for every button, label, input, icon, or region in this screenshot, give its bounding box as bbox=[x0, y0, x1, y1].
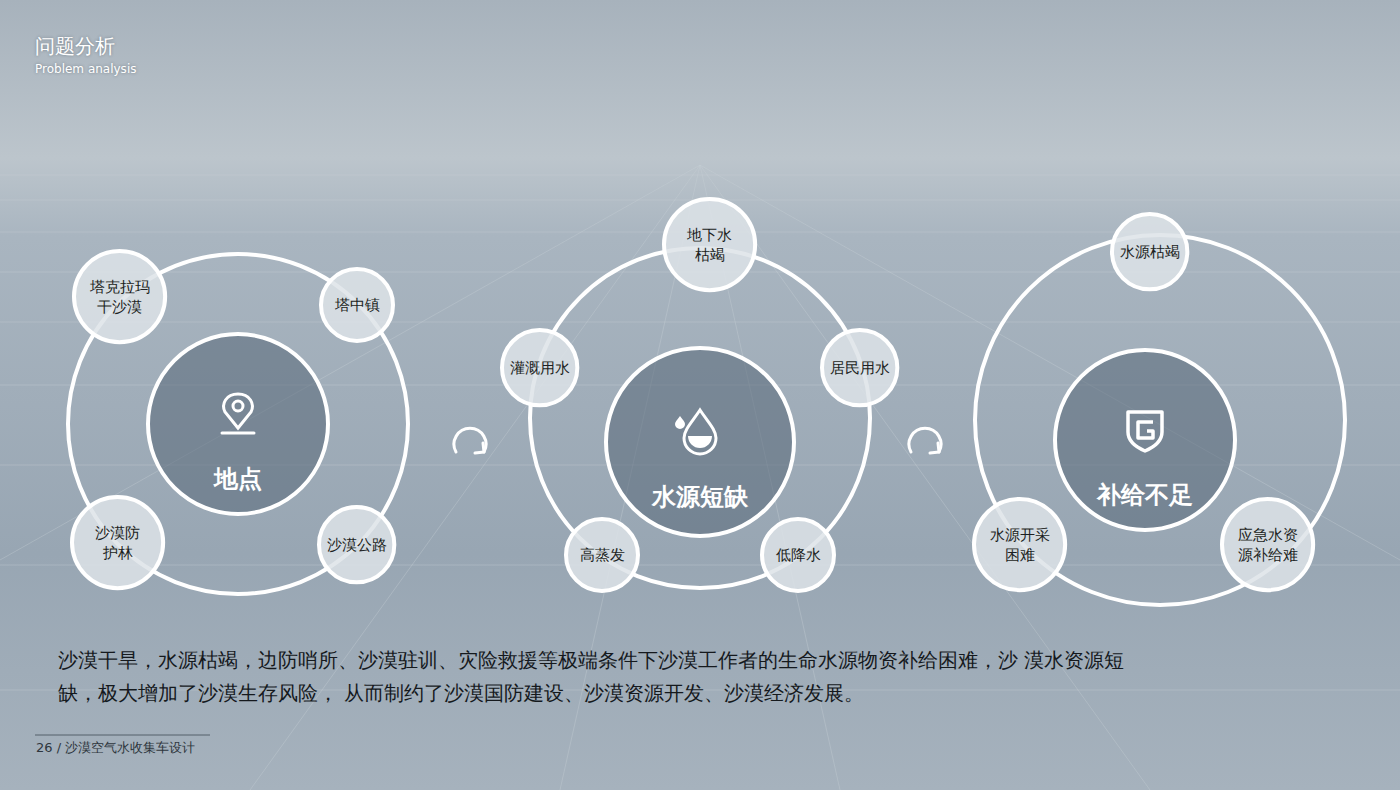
footer-rule bbox=[35, 735, 210, 736]
circle-shape bbox=[72, 497, 163, 588]
core-label: 补给不足 bbox=[1097, 481, 1193, 509]
circle-shape bbox=[74, 251, 165, 342]
circle-shape bbox=[822, 330, 897, 405]
satellite-label: 地下水 枯竭 bbox=[676, 225, 744, 266]
satellite-circle: 塔中镇 bbox=[319, 267, 395, 343]
circle-shape bbox=[974, 499, 1065, 590]
satellite-circle: 水源开采 困难 bbox=[972, 497, 1067, 592]
page-footer: 26 / 沙漠空气水收集车设计 bbox=[36, 739, 195, 757]
outer-ring bbox=[68, 254, 408, 594]
satellite-circle: 居民用水 bbox=[820, 328, 899, 407]
satellite-label: 居民用水 bbox=[830, 358, 890, 378]
satellite-circle: 应急水资 源补给难 bbox=[1220, 497, 1315, 592]
maze-lines bbox=[0, 165, 1400, 790]
group-icon bbox=[1115, 400, 1175, 460]
circle-shape bbox=[762, 519, 834, 591]
satellite-circle: 沙漠防 护林 bbox=[70, 495, 165, 590]
satellite-label: 沙漠公路 bbox=[327, 535, 387, 555]
circle-outline bbox=[70, 495, 165, 590]
circle-outline bbox=[1220, 497, 1315, 592]
circle-outline bbox=[72, 249, 167, 344]
cycle-arrow bbox=[454, 428, 486, 452]
pin-outline bbox=[224, 394, 253, 428]
group-icon bbox=[670, 402, 730, 462]
satellite-label: 低降水 bbox=[776, 545, 821, 565]
satellite-label: 灌溉用水 bbox=[510, 358, 570, 378]
drop-outline bbox=[684, 410, 716, 454]
satellite-label: 应急水资 源补给难 bbox=[1234, 525, 1302, 566]
body-paragraph: 沙漠干旱，水源枯竭，边防哨所、沙漠驻训、灾险救援等极端条件下沙漠工作者的生命水源… bbox=[58, 644, 1148, 710]
satellite-label: 水源枯竭 bbox=[1120, 242, 1180, 262]
pin-base bbox=[222, 432, 254, 435]
circle-shape bbox=[1222, 499, 1313, 590]
shield-outline bbox=[1128, 412, 1162, 451]
core-circle: 水源短缺 bbox=[604, 346, 796, 538]
satellite-label: 塔中镇 bbox=[335, 295, 380, 315]
subtitle: Problem analysis bbox=[35, 62, 136, 77]
satellite-label: 沙漠防 护林 bbox=[84, 523, 152, 564]
circle-shape bbox=[319, 507, 394, 582]
circle-shape bbox=[664, 199, 755, 290]
satellite-circle: 沙漠公路 bbox=[317, 505, 396, 584]
core-label: 地点 bbox=[214, 465, 262, 493]
arrow-head bbox=[930, 443, 939, 453]
circle-shape bbox=[566, 519, 638, 591]
group-icon bbox=[208, 384, 268, 444]
slide-title: 问题分析 bbox=[35, 33, 115, 60]
circle-outline bbox=[662, 197, 757, 292]
core-circle: 补给不足 bbox=[1053, 348, 1237, 532]
cycle-arrow bbox=[909, 428, 941, 452]
satellite-label: 高蒸发 bbox=[580, 545, 625, 565]
circle-outline bbox=[972, 497, 1067, 592]
satellite-label: 水源开采 困难 bbox=[986, 525, 1054, 566]
core-circle: 地点 bbox=[146, 332, 330, 516]
circle-shape bbox=[502, 330, 577, 405]
circle-shape bbox=[148, 334, 328, 514]
satellite-circle: 地下水 枯竭 bbox=[662, 197, 757, 292]
satellite-circle: 灌溉用水 bbox=[500, 328, 579, 407]
small-drop bbox=[675, 416, 685, 429]
pin-dot bbox=[233, 401, 243, 411]
satellite-circle: 水源枯竭 bbox=[1110, 212, 1189, 291]
core-label: 水源短缺 bbox=[652, 483, 748, 511]
satellite-circle: 塔克拉玛 干沙漠 bbox=[72, 249, 167, 344]
circle-shape bbox=[321, 269, 393, 341]
satellite-circle: 高蒸发 bbox=[564, 517, 640, 593]
arrow-head bbox=[475, 443, 484, 453]
drop-water bbox=[688, 436, 712, 448]
outer-ring bbox=[975, 235, 1345, 605]
shield-mark bbox=[1138, 422, 1153, 438]
circle-shape bbox=[606, 348, 794, 536]
circle-shape bbox=[1112, 214, 1187, 289]
satellite-circle: 低降水 bbox=[760, 517, 836, 593]
satellite-label: 塔克拉玛 干沙漠 bbox=[86, 277, 154, 318]
circle-shape bbox=[1055, 350, 1235, 530]
